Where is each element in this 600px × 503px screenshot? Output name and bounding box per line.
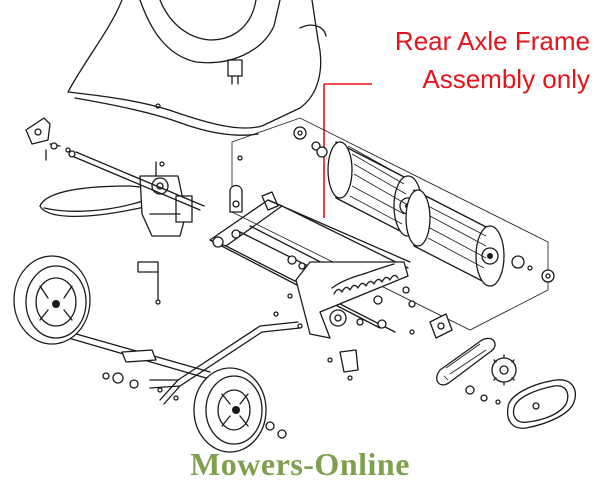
left-bracket (25, 117, 71, 161)
height-adjust-spring (295, 261, 409, 339)
fasteners (102, 155, 501, 405)
drive-chain (429, 313, 517, 386)
front-axle-rod (68, 150, 205, 211)
callout-label: Rear Axle Frame Assembly only (350, 22, 590, 98)
lower-axle (33, 321, 301, 405)
roller-fixings (293, 126, 555, 283)
brand-watermark: Mowers-Online (190, 446, 410, 482)
callout-line-2: Assembly only (422, 64, 590, 94)
right-wheel (193, 367, 287, 453)
mower-deck (67, 0, 327, 136)
gearbox (39, 161, 193, 305)
callout-line-1: Rear Axle Frame (394, 26, 590, 56)
belt-cover (506, 379, 577, 429)
left-wheel (13, 255, 91, 345)
rear-roller (405, 189, 505, 287)
rear-axle-frame (209, 184, 411, 333)
